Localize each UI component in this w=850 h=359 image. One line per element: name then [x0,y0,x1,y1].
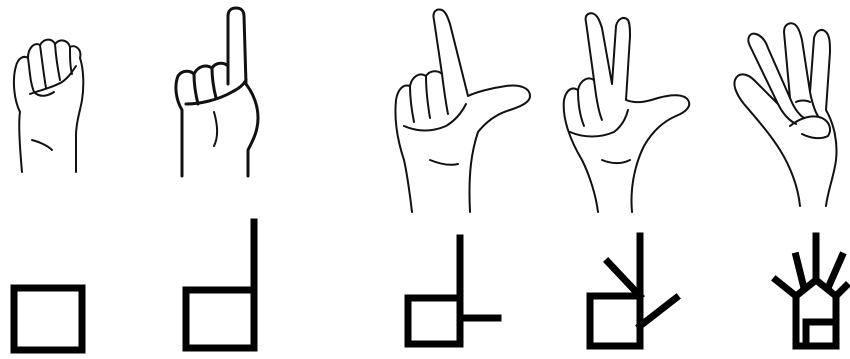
fist-hand-icon [14,40,83,172]
four-fingers-hand-icon [734,23,836,206]
square-glyph-icon [14,288,82,350]
l-shape-hand-icon [395,9,530,212]
square-with-vertical-stroke-glyph-icon [186,222,254,348]
square-with-two-diagonal-strokes-glyph-icon [590,236,676,346]
index-finger-up-hand-icon [176,8,258,176]
square-with-vertical-and-horizontal-stroke-glyph-icon [408,238,498,344]
house-shape-with-four-strokes-glyph-icon [776,236,846,346]
v-shape-with-thumb-hand-icon [564,13,690,212]
